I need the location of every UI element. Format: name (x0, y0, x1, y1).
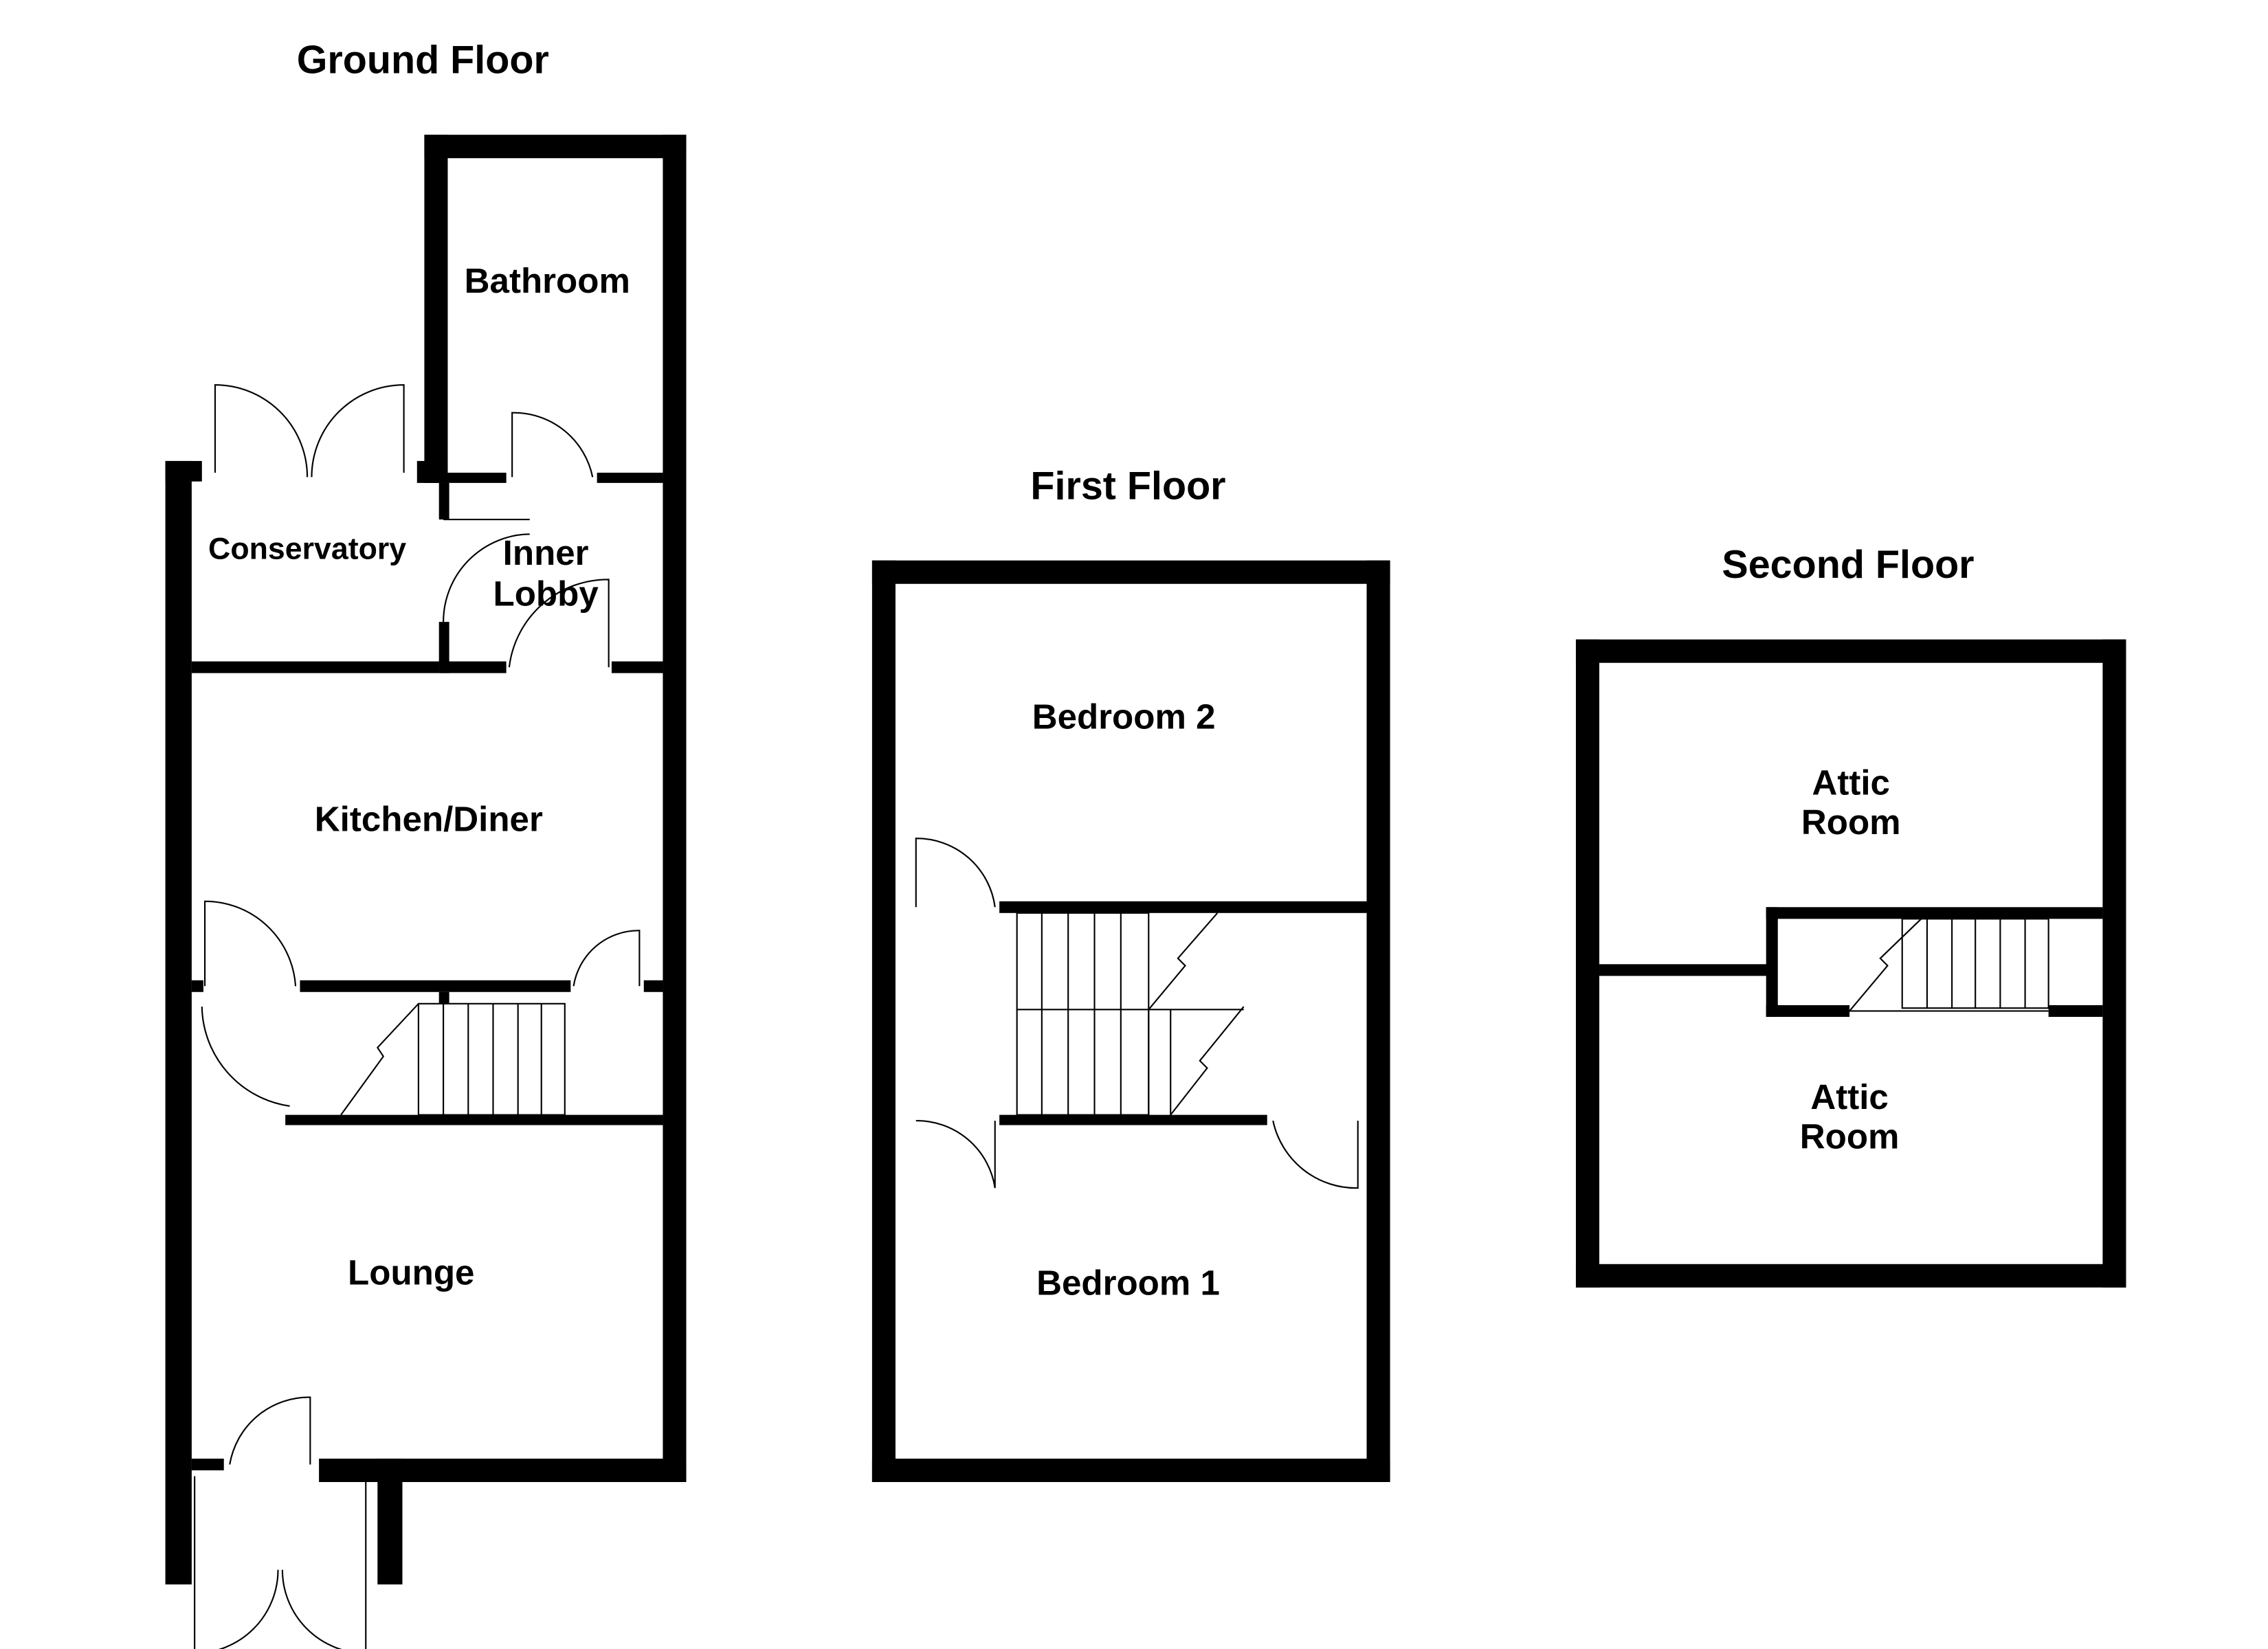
room-label-attic-top-line1: Attic (1812, 763, 1890, 802)
room-label-kitchen-diner: Kitchen/Diner (315, 800, 543, 839)
second-floor-plan: Second Floor Attic Room Attic Ro (1575, 543, 2126, 1288)
second-floor-labels: Attic Room Attic Room (1800, 763, 1901, 1156)
ground-floor-plan: Ground Floor (165, 38, 687, 1649)
first-floor-stairs (1016, 912, 1245, 1116)
second-floor-walls (1575, 639, 2126, 1288)
ground-floor-title: Ground Floor (297, 38, 549, 82)
first-floor-labels: Bedroom 2 Bedroom 1 (1032, 697, 1220, 1303)
room-label-inner-lobby-line1: Inner (503, 533, 589, 572)
room-label-lounge: Lounge (348, 1253, 474, 1292)
room-label-attic-top-line2: Room (1801, 803, 1901, 842)
room-label-conservatory: Conservatory (208, 532, 406, 566)
second-floor-stairs (1849, 918, 2049, 1012)
second-floor-title: Second Floor (1722, 543, 1974, 587)
room-label-bathroom: Bathroom (465, 261, 630, 300)
room-label-inner-lobby-line2: Lobby (493, 574, 599, 614)
room-label-bedroom-2: Bedroom 2 (1032, 697, 1216, 737)
room-label-attic-bottom-line2: Room (1800, 1117, 1900, 1156)
first-floor-doors (915, 838, 1359, 1189)
first-floor-plan: First Floor Bedroom 2 (871, 464, 1390, 1482)
ground-floor-labels: Bathroom Conservatory Inner Lobby Kitche… (208, 261, 630, 1292)
room-label-attic-bottom-line1: Attic (1810, 1077, 1889, 1117)
ground-floor-stairs (340, 1002, 566, 1116)
room-label-bedroom-1: Bedroom 1 (1036, 1263, 1220, 1302)
ground-floor-doors (194, 384, 641, 1649)
first-floor-title: First Floor (1030, 464, 1225, 508)
ground-floor-walls (165, 135, 687, 1585)
first-floor-walls (871, 560, 1390, 1482)
